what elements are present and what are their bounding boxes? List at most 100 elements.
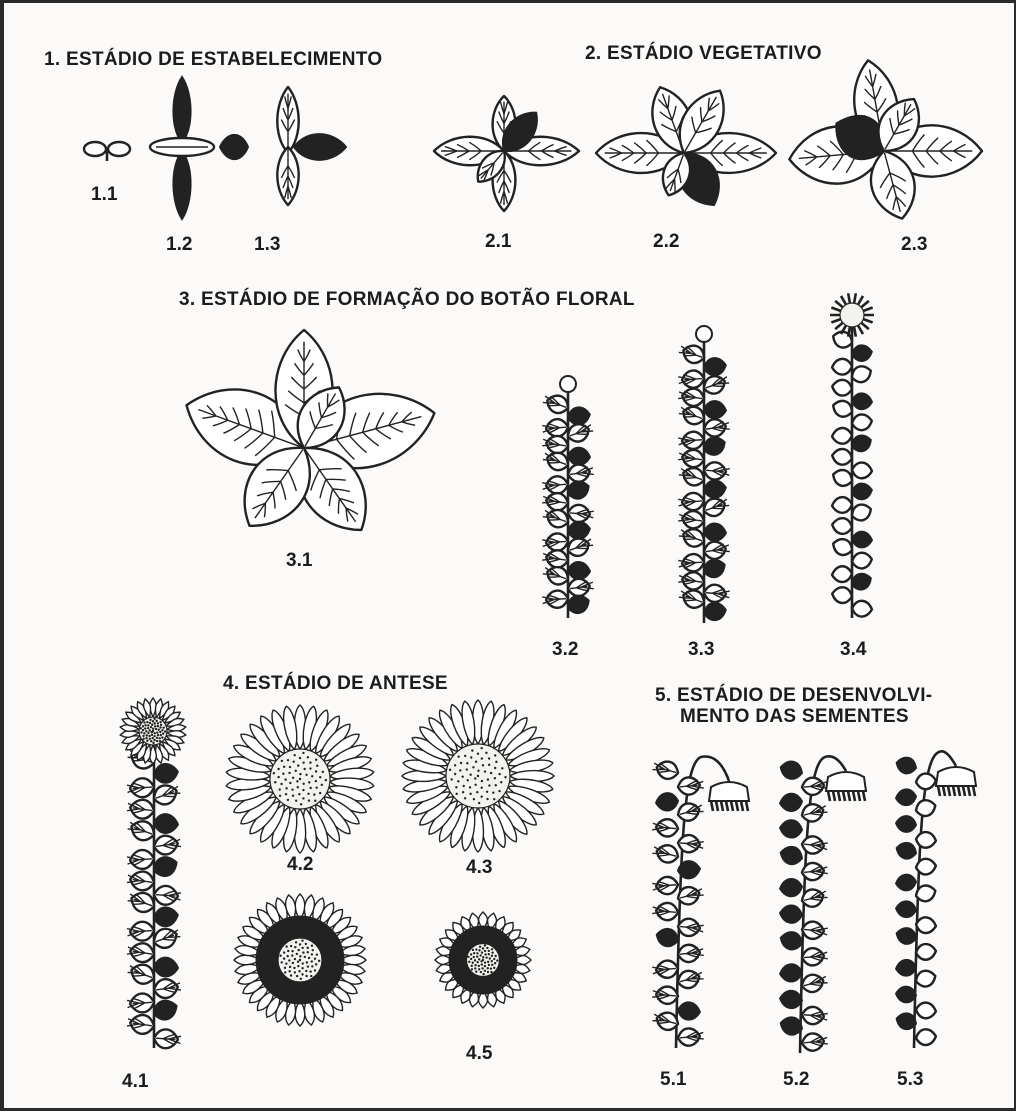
stem-leaf: [677, 586, 707, 611]
disk-floret: [307, 793, 309, 795]
disk-floret: [469, 786, 471, 788]
stem-leaf: [126, 960, 158, 987]
disk-floret: [487, 778, 489, 780]
disk-floret: [500, 781, 502, 783]
disk-floret: [316, 953, 318, 955]
wilted-petal: [963, 786, 965, 796]
disk-floret: [145, 737, 147, 739]
disk-floret: [156, 731, 158, 733]
disk-floret: [158, 737, 160, 739]
disk-floret: [143, 721, 145, 723]
disk-floret: [153, 735, 155, 737]
drooping-leaf: [652, 985, 679, 1004]
disk-floret: [484, 944, 486, 946]
leaf-blade: [220, 135, 248, 159]
stem-leaf: [151, 781, 183, 808]
stem-leaf: [831, 517, 853, 535]
stem-leaf: [703, 584, 730, 603]
stem-leaf: [542, 418, 569, 437]
disk-floret: [311, 953, 313, 955]
disk-floret: [457, 755, 459, 757]
disk-floret: [498, 773, 500, 775]
stem-leaf: [542, 476, 569, 495]
leaf-blade: [832, 358, 853, 375]
disk-floret: [454, 773, 456, 775]
disk-floret: [299, 773, 301, 775]
disk-floret: [300, 803, 302, 805]
drooping-leaf: [915, 831, 936, 848]
disk-floret: [295, 941, 297, 943]
disk-floret: [484, 965, 486, 967]
disk-floret: [309, 767, 311, 769]
disk-floret: [486, 791, 488, 793]
disk-floret: [160, 734, 162, 736]
disk-floret: [292, 795, 294, 797]
disk-floret: [144, 727, 146, 729]
stem-leaf: [703, 462, 730, 481]
disk-floret: [154, 725, 156, 727]
rosette-2-1: [434, 96, 579, 211]
disk-floret: [283, 766, 285, 768]
leaf-blade: [779, 844, 805, 866]
stem-leaf: [703, 523, 726, 542]
disk-floret: [501, 767, 503, 769]
leaf-blade: [895, 874, 916, 891]
wilted-petal: [958, 786, 960, 796]
disk-floret: [466, 768, 468, 770]
disk-floret: [313, 793, 315, 795]
drooping-leaf: [801, 947, 828, 966]
disk-floret: [294, 946, 296, 948]
leaf-blade: [895, 901, 916, 918]
leaf-blade: [914, 968, 937, 988]
disk-floret: [473, 956, 475, 958]
leaf-blade: [173, 151, 190, 219]
section-5-heading-line1: 5. ESTÁDIO DE DESENVOLVI-: [655, 686, 932, 705]
disk-floret: [314, 957, 316, 959]
disk-floret: [308, 781, 310, 783]
disk-floret: [311, 945, 313, 947]
disk-floret: [159, 721, 161, 723]
label-2-3: 2.3: [901, 235, 927, 254]
stem-leaf: [153, 977, 182, 999]
disk-floret: [481, 787, 483, 789]
disk-floret: [485, 752, 487, 754]
stem-leaf: [567, 463, 595, 484]
section-4-heading: 4. ESTÁDIO DE ANTESE: [223, 674, 448, 693]
drooping-leaf: [779, 759, 805, 781]
disk-floret: [464, 797, 466, 799]
stem-leaf: [153, 1029, 181, 1050]
disk-floret: [311, 965, 313, 967]
disk-floret: [322, 771, 324, 773]
disk-floret: [301, 973, 303, 975]
disk-floret: [490, 772, 492, 774]
disk-floret: [295, 770, 297, 772]
disk-floret: [299, 959, 301, 961]
leaf-blade: [655, 792, 678, 811]
disk-floret: [481, 967, 483, 969]
seedling-1-3: [220, 87, 346, 205]
disk-floret: [486, 947, 488, 949]
disk-floret: [466, 762, 468, 764]
stem-leaf: [677, 525, 707, 550]
disk-floret: [457, 780, 459, 782]
section-5-heading-line2: MENTO DAS SEMENTES: [680, 707, 909, 726]
disk-floret: [316, 765, 318, 767]
drooping-leaf: [800, 971, 829, 994]
disk-floret: [151, 734, 153, 736]
drooping-leaf: [800, 801, 829, 824]
drooping-leaf: [914, 798, 937, 818]
head-back: [936, 767, 976, 786]
wilted-petal: [716, 801, 718, 811]
disk-floret: [302, 797, 304, 799]
leaf-blade: [895, 986, 916, 1003]
leaf-blade: [779, 963, 802, 982]
leaf-blade: [915, 1002, 936, 1019]
disk-floret: [494, 777, 496, 779]
disk-floret: [155, 728, 157, 730]
disk-floret: [152, 728, 154, 730]
disk-floret: [487, 967, 489, 969]
disk-floret: [495, 761, 497, 763]
disk-floret: [478, 968, 480, 970]
label-5-1: 5.1: [660, 1070, 686, 1089]
stem-leaf: [678, 431, 705, 450]
